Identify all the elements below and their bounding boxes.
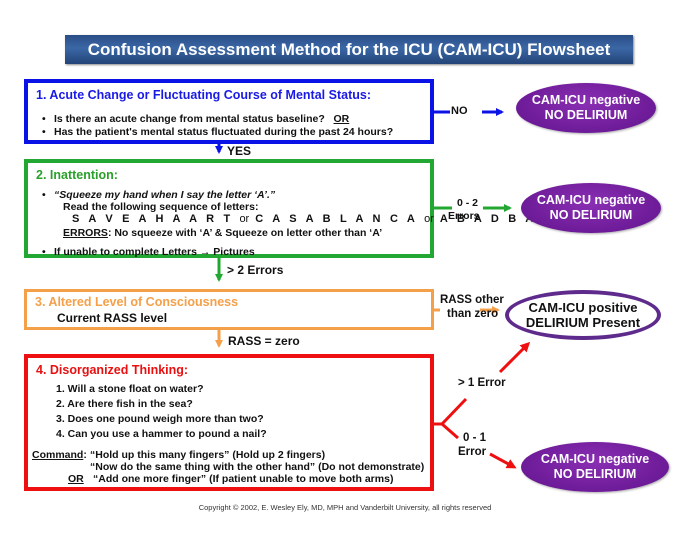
step2-instruction-quote: “Squeeze my hand when I say the letter ‘… — [42, 189, 275, 201]
outcome-negative-step1: CAM-ICU negative NO DELIRIUM — [516, 83, 656, 133]
step1-yes-label: YES — [227, 144, 252, 158]
command-label: Command: — [32, 449, 87, 461]
step3-box: 3. Altered Level of Consciousness Curren… — [24, 289, 434, 330]
step2-header: 2. Inattention: — [36, 168, 118, 182]
step2-errors-line: ERRORS: No squeeze with ‘A’ & Squeeze on… — [63, 227, 383, 239]
step3-fail-label-1: RASS other — [440, 294, 504, 306]
question-1: 1. Will a stone float on water? — [56, 383, 204, 395]
step2-instruction-line: Read the following sequence of letters: — [63, 201, 259, 213]
step1-no-label: NO — [451, 105, 468, 117]
copyright-notice: Copyright © 2002, E. Wesley Ely, MD, MPH… — [198, 503, 492, 512]
step1-box: 1. Acute Change or Fluctuating Course of… — [24, 79, 434, 144]
errors-label: ERRORS — [63, 227, 108, 239]
outcome-positive: CAM-ICU positive DELIRIUM Present — [505, 290, 661, 340]
step1-bullet-2: Has the patient's mental status fluctuat… — [42, 126, 393, 138]
question-4: 4. Can you use a hammer to pound a nail? — [56, 428, 267, 440]
command-alternative: “Add one more finger” (If patient unable… — [93, 473, 394, 485]
step2-box: 2. Inattention: “Squeeze my hand when I … — [24, 159, 600, 258]
step2-fallback: If unable to complete Letters → Pictures — [42, 246, 255, 258]
step3-fail-label-2: than zero — [447, 308, 499, 320]
question-3: 3. Does one pound weigh more than two? — [56, 413, 264, 425]
or-label: OR — [68, 473, 84, 485]
command-line-2: “Now do the same thing with the other ha… — [90, 461, 425, 473]
step4-header: 4. Disorganized Thinking: — [36, 363, 189, 377]
step4-pass-label-1: 0 - 1 — [463, 432, 487, 444]
question-2: 2. Are there fish in the sea? — [56, 398, 193, 410]
step4-box: 4. Disorganized Thinking: 1. Will a ston… — [24, 354, 434, 491]
or-keyword: OR — [333, 113, 350, 125]
step2-pass-label-2: Errors — [448, 210, 480, 222]
step3-subtext: Current RASS level — [57, 311, 168, 325]
sequence-2: C A S A B L A N C A — [255, 213, 419, 225]
outcome-negative-step4: CAM-ICU negative NO DELIRIUM — [521, 442, 669, 492]
step2-fail-label: > 2 Errors — [227, 263, 284, 277]
step4-fail-label: > 1 Error — [458, 377, 506, 389]
step3-header: 3. Altered Level of Consciousness — [35, 295, 239, 309]
step4-pass-label-2: Error — [458, 446, 487, 458]
outcome-negative-step2: CAM-ICU negative NO DELIRIUM — [521, 183, 661, 233]
sequence-1: S A V E A H A A R T — [72, 213, 234, 225]
step4-fork — [434, 341, 531, 469]
flowsheet-title: Confusion Assessment Method for the ICU … — [65, 35, 633, 64]
step1-bullet-1: Is there an acute change from mental sta… — [42, 113, 350, 125]
step1-header: 1. Acute Change or Fluctuating Course of… — [36, 88, 371, 102]
step3-pass-label: RASS = zero — [228, 334, 300, 348]
step2-pass-label-1: 0 - 2 — [457, 197, 479, 209]
command-line-1: “Hold up this many fingers” (Hold up 2 f… — [90, 449, 326, 461]
